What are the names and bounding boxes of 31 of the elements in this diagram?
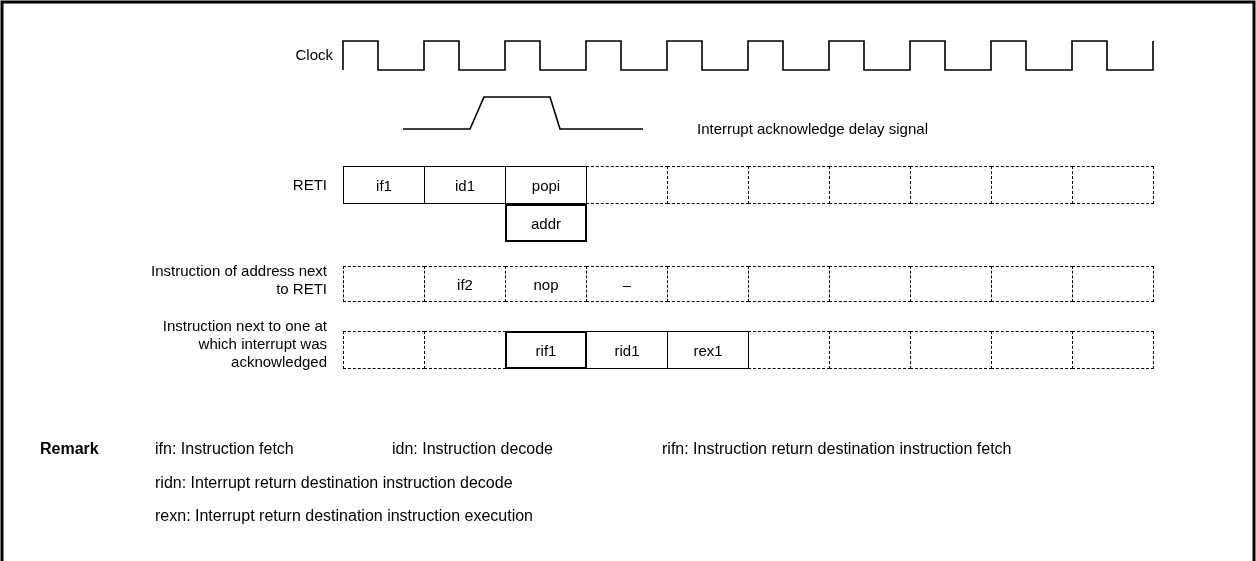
pipeline-stage-cell (586, 331, 668, 369)
pipeline-stage-cell (505, 166, 587, 204)
stage-label: if1 (376, 176, 392, 194)
stage-label: rex1 (693, 341, 723, 359)
pipeline-stage-cell (343, 166, 425, 204)
stage-label: rid1 (614, 341, 640, 359)
signal-name: Interrupt acknowledge delay signal (697, 120, 928, 138)
remark-text: ridn: Interrupt return destination instruction decode (155, 474, 513, 492)
stage-label: rif1 (535, 341, 557, 359)
pipeline-stage-cell (667, 331, 749, 369)
remark-text: rexn: Interrupt return destination instruction execution (155, 507, 533, 525)
pipeline-stage-cell (424, 266, 506, 302)
row-label: RETI (292, 176, 327, 194)
stage-label: popi (531, 176, 561, 194)
stage-label: if2 (457, 275, 473, 293)
stage-label: id1 (455, 176, 475, 194)
pipeline-stage-cell (505, 204, 587, 242)
remark-text: rifn: Instruction return destination instruction fetch (662, 440, 1012, 458)
row-label: Instruction of address next to RETI (150, 262, 327, 298)
remark-text: idn: Instruction decode (392, 440, 553, 458)
signal-name: Clock (295, 46, 333, 64)
pipeline-stage-cell (424, 166, 506, 204)
stage-label: addr (531, 214, 561, 232)
stage-label: nop (533, 275, 559, 293)
stage-label: – (622, 275, 632, 293)
pipeline-stage-cell (505, 331, 587, 369)
row-label: Instruction next to one at which interrupt was acknowledged (161, 317, 327, 371)
remark-heading: Remark (40, 440, 99, 458)
remark-text: ifn: Instruction fetch (155, 440, 294, 458)
pipeline-stage-cell (505, 266, 587, 302)
pipeline-stage-cell (586, 266, 668, 302)
